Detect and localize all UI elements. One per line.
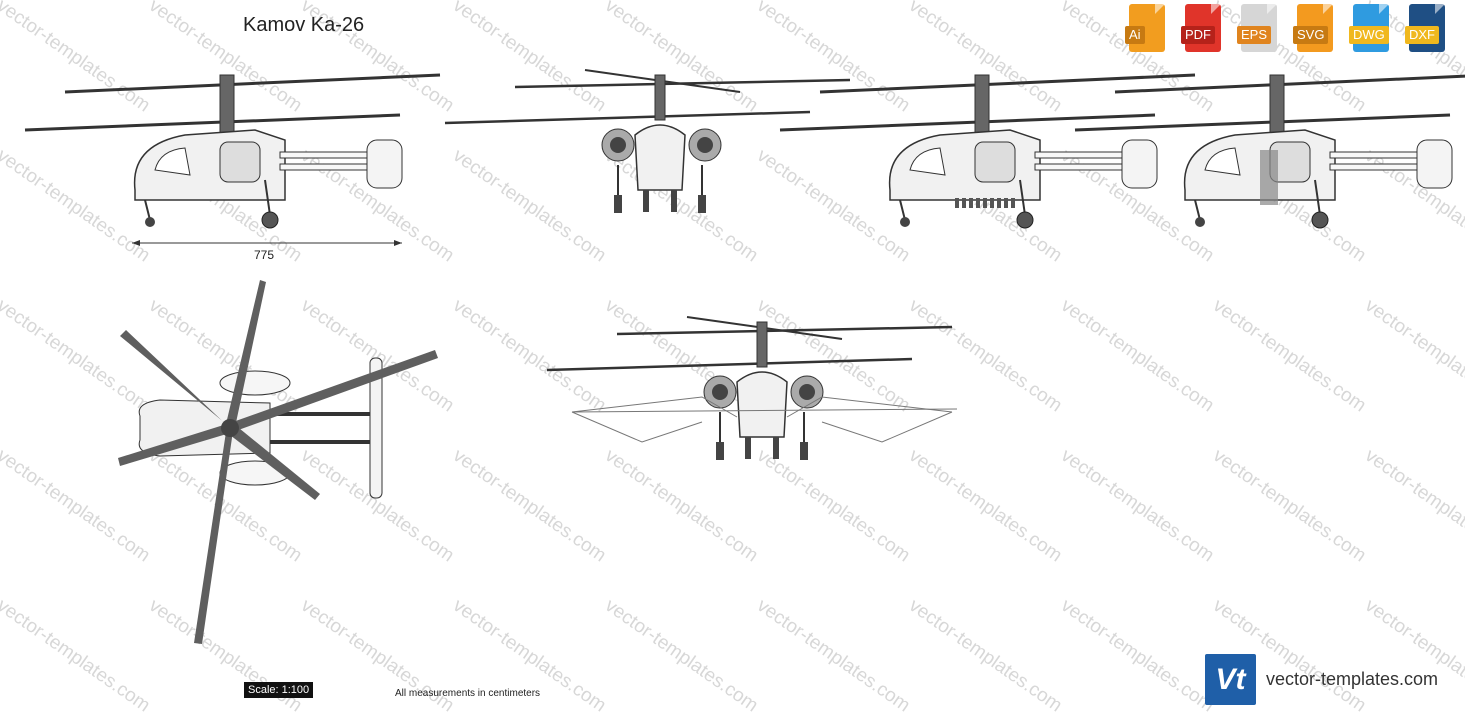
side-view-drawing-cargo (778, 73, 1197, 230)
page-title: Kamov Ka-26 (243, 14, 365, 36)
brand-url: vector-templates.com (1266, 669, 1439, 689)
side-view-drawing-ambulance (1073, 73, 1465, 230)
front-view-drawing-sprayer (545, 315, 958, 462)
format-dxf-icon[interactable]: DXF (1405, 4, 1451, 52)
side-view-drawing (23, 73, 442, 230)
measurement-note: All measurements in centimeters (395, 688, 541, 699)
format-label: DXF (1405, 26, 1439, 44)
brand[interactable]: Vt vector-templates.com (1205, 654, 1438, 705)
format-label: DWG (1349, 26, 1389, 44)
vector-templates-logo: Vt (1205, 654, 1256, 705)
format-label: SVG (1293, 26, 1329, 44)
format-icons: Ai PDF EPS SVG DWG DXF (1125, 4, 1451, 52)
format-label: PDF (1181, 26, 1215, 44)
dimension-label: 775 (254, 248, 275, 262)
scale-label: Scale: 1:100 (244, 682, 314, 698)
top-view-drawing (118, 280, 438, 644)
front-view-drawing (443, 68, 852, 215)
format-label: Ai (1125, 26, 1145, 44)
format-eps-icon[interactable]: EPS (1237, 4, 1283, 52)
format-dwg-icon[interactable]: DWG (1349, 4, 1395, 52)
format-svg-icon[interactable]: SVG (1293, 4, 1339, 52)
format-ai-icon[interactable]: Ai (1125, 4, 1171, 52)
format-pdf-icon[interactable]: PDF (1181, 4, 1227, 52)
format-label: EPS (1237, 26, 1272, 44)
